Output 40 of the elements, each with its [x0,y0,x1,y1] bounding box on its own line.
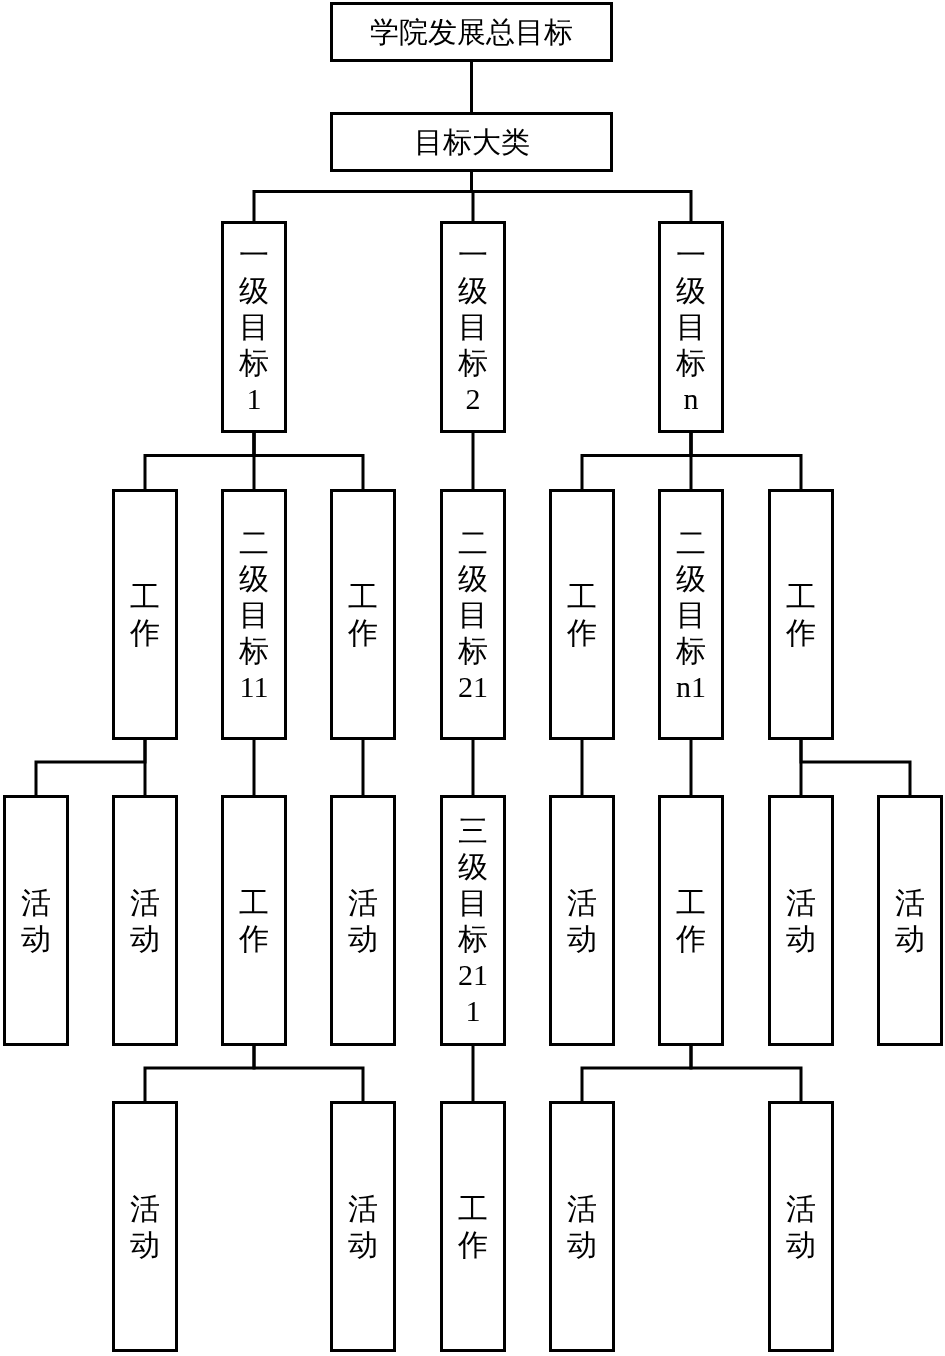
connector-line [252,1046,365,1101]
hierarchy-box: 活动 [549,795,615,1046]
connector-line [471,740,475,795]
hierarchy-box: 一级目标1 [221,221,287,433]
connector-line [471,433,475,489]
hierarchy-box: 目标大类 [330,112,613,172]
hierarchy-box: 工作 [330,489,396,740]
hierarchy-box: 工作 [112,489,178,740]
hierarchy-box: 学院发展总目标 [330,2,613,62]
connector-line [799,740,912,795]
hierarchy-box: 工作 [549,489,615,740]
connector-line [689,1046,803,1101]
hierarchy-box: 二级目标n1 [658,489,724,740]
hierarchy-box: 工作 [658,795,724,1046]
hierarchy-box: 工作 [440,1101,506,1352]
connector-line [361,740,365,795]
hierarchy-box: 三级目标211 [440,795,506,1046]
connector-line [689,740,693,795]
hierarchy-box: 工作 [221,795,287,1046]
hierarchy-box: 活动 [330,795,396,1046]
hierarchy-box: 活动 [768,795,834,1046]
hierarchy-box: 活动 [330,1101,396,1352]
hierarchy-box: 二级目标11 [221,489,287,740]
hierarchy-box: 活动 [549,1101,615,1352]
connector-line [689,433,803,489]
connector-line [470,62,473,112]
hierarchy-box: 活动 [768,1101,834,1352]
hierarchy-box: 工作 [768,489,834,740]
connector-line [143,740,147,795]
hierarchy-box: 活动 [877,795,943,1046]
connector-line [252,740,256,795]
hierarchy-box: 一级目标n [658,221,724,433]
hierarchy-box: 活动 [3,795,69,1046]
hierarchy-box: 一级目标2 [440,221,506,433]
hierarchy-box: 二级目标21 [440,489,506,740]
connector-line [471,1046,475,1101]
hierarchy-box: 活动 [112,1101,178,1352]
connector-line [252,433,365,489]
hierarchy-box: 活动 [112,795,178,1046]
connector-line [580,740,584,795]
